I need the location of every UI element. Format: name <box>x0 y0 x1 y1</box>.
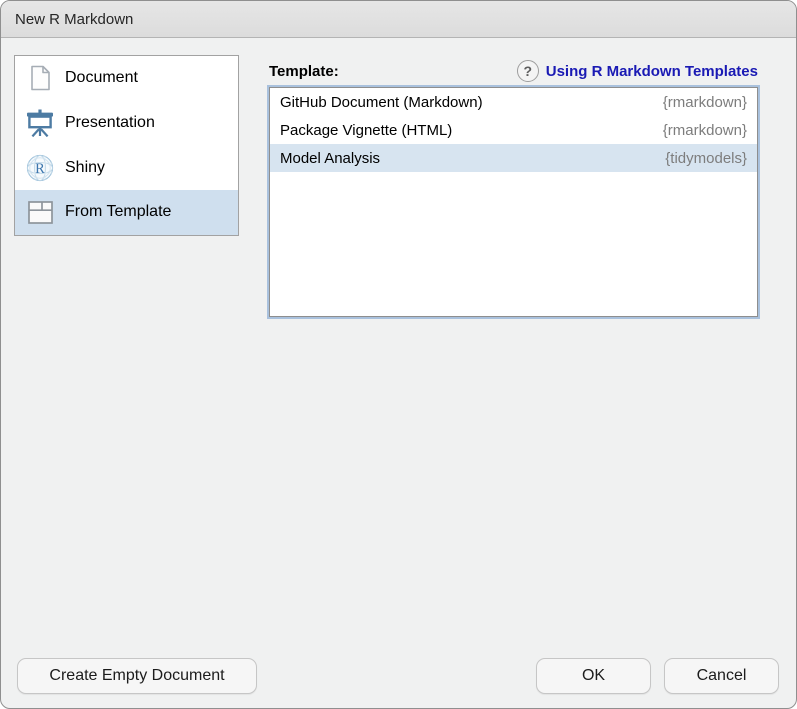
template-row-model-analysis[interactable]: Model Analysis {tidymodels} <box>270 144 757 172</box>
sidebar-item-label: Shiny <box>65 158 106 176</box>
help-icon[interactable]: ? <box>516 60 539 82</box>
template-package: {rmarkdown} <box>662 121 747 139</box>
template-row-package-vignette[interactable]: Package Vignette (HTML) {rmarkdown} <box>270 116 757 144</box>
template-row-github-document[interactable]: GitHub Document (Markdown) {rmarkdown} <box>270 88 757 116</box>
template-package: {tidymodels} <box>665 149 747 167</box>
sidebar-item-document[interactable]: Document <box>15 56 238 101</box>
title-bar: New R Markdown <box>1 1 796 38</box>
window-title: New R Markdown <box>15 10 134 28</box>
document-icon <box>25 63 55 93</box>
svg-text:R: R <box>35 161 45 177</box>
sidebar-item-label: From Template <box>65 203 172 221</box>
template-name: Model Analysis <box>280 149 381 167</box>
sidebar-item-label: Presentation <box>65 114 155 132</box>
template-name: GitHub Document (Markdown) <box>280 93 483 111</box>
template-help-group: ? Using R Markdown Templates <box>516 60 758 82</box>
sidebar-item-label: Document <box>65 69 138 87</box>
create-empty-document-button[interactable]: Create Empty Document <box>17 658 257 694</box>
presentation-icon <box>25 108 55 138</box>
template-label: Template: <box>269 62 339 80</box>
cancel-button[interactable]: Cancel <box>664 658 779 694</box>
from-template-icon <box>25 197 55 227</box>
sidebar-item-shiny[interactable]: R Shiny <box>15 145 238 190</box>
using-templates-link[interactable]: Using R Markdown Templates <box>545 62 758 80</box>
format-sidebar: Document Presentation <box>14 55 239 236</box>
sidebar-item-from-template[interactable]: From Template <box>15 190 238 235</box>
template-header: Template: ? Using R Markdown Templates <box>269 59 758 83</box>
shiny-icon: R <box>25 153 55 183</box>
template-package: {rmarkdown} <box>662 93 747 111</box>
sidebar-item-presentation[interactable]: Presentation <box>15 101 238 146</box>
template-name: Package Vignette (HTML) <box>280 121 453 139</box>
template-list: GitHub Document (Markdown) {rmarkdown} P… <box>269 87 758 317</box>
ok-button[interactable]: OK <box>536 658 651 694</box>
